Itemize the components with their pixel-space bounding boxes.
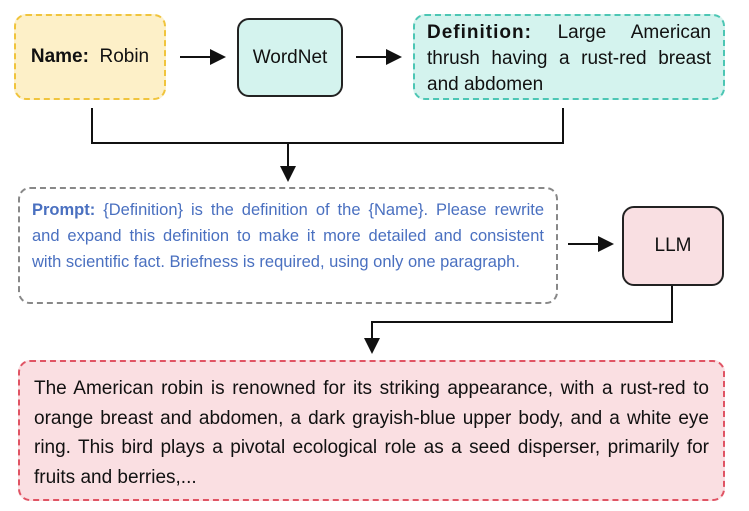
- llm-box: LLM: [622, 206, 724, 286]
- name-box: Name: Robin: [14, 14, 166, 100]
- name-label: Name:: [30, 46, 89, 67]
- llm-label: LLM: [654, 235, 692, 256]
- definition-value: Large American thrush having a rust-red …: [427, 22, 712, 95]
- arrow-llm-to-output: [364, 286, 673, 354]
- wordnet-box: WordNet: [237, 18, 343, 97]
- output-box: The American robin is renowned for its s…: [18, 360, 725, 501]
- output-text: The American robin is renowned for its s…: [34, 378, 709, 488]
- prompt-box: Prompt: {Definition} is the definition o…: [18, 187, 558, 304]
- definition-label: Definition:: [427, 22, 532, 43]
- prompt-label: Prompt:: [32, 201, 96, 219]
- wordnet-label: WordNet: [252, 46, 328, 68]
- prompt-value: {Definition} is the definition of the {N…: [32, 201, 544, 271]
- definition-box: Definition: Large American thrush having…: [413, 14, 725, 100]
- name-value: Robin: [99, 46, 150, 67]
- merge-connector: [91, 108, 564, 144]
